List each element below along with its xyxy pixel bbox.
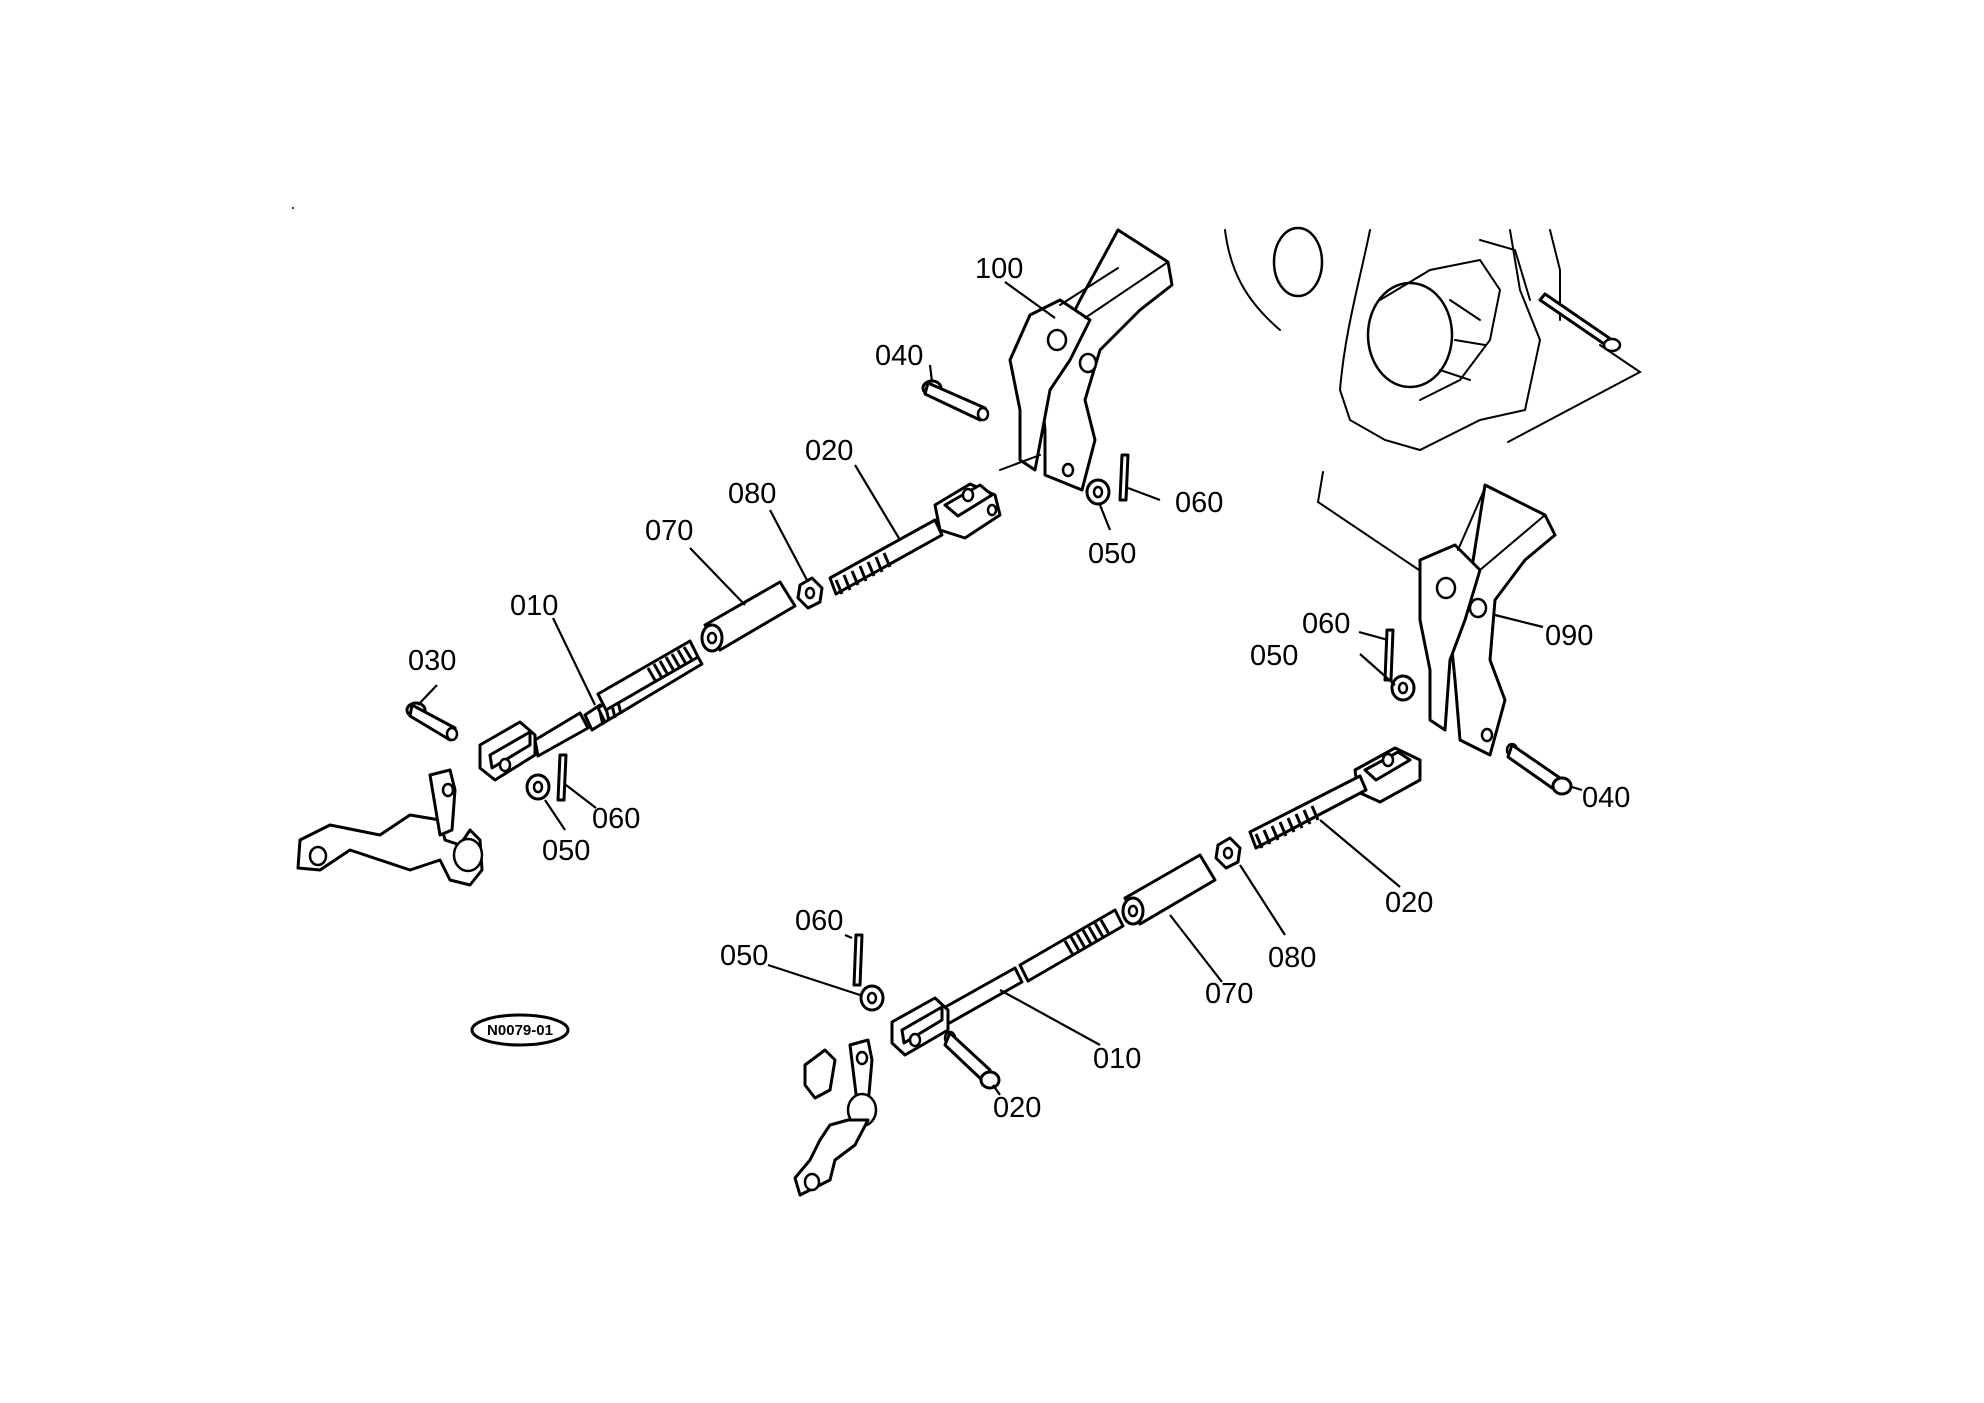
callout-030: 030 — [408, 645, 456, 677]
pedal-arm-100 — [999, 228, 1174, 492]
washer-050-bottom — [859, 984, 885, 1012]
washer-050-left — [525, 773, 551, 801]
pedal-lever-bottom — [793, 1038, 878, 1197]
badge-label: N0079-01 — [487, 1022, 553, 1039]
pedal-arm-090 — [1418, 483, 1557, 757]
callout-010-top: 010 — [510, 590, 558, 622]
callout-060-top: 060 — [1175, 487, 1223, 519]
callout-060-right: 060 — [1302, 608, 1350, 640]
leader-lines — [417, 281, 1583, 1096]
callout-020-right: 020 — [1385, 887, 1433, 919]
clevis-yoke-bottom — [890, 996, 950, 1057]
clevis-pin-030 — [405, 701, 459, 742]
clevis-yoke-left — [478, 711, 590, 782]
callout-020-bottom: 020 — [993, 1092, 1041, 1124]
nut-080-bottom — [1214, 836, 1242, 870]
callout-050-right: 050 — [1250, 640, 1298, 672]
rod-020-right — [1248, 746, 1422, 850]
clevis-pin-040-top — [921, 379, 990, 422]
sleeve-070-bottom — [1121, 853, 1217, 926]
callout-070-bottom: 070 — [1205, 978, 1253, 1010]
washer-050-right — [1390, 674, 1416, 702]
transmission-housing — [1224, 226, 1642, 573]
cotter-pin-060-bottom — [852, 933, 864, 987]
stray-mark — [292, 207, 294, 209]
figure-badge: N0079-01 — [470, 1013, 570, 1047]
callout-050-bottom: 050 — [720, 940, 768, 972]
clevis-pin-020-bottom — [943, 1030, 1001, 1090]
threaded-rod-bottom — [1018, 908, 1125, 983]
callout-100: 100 — [975, 253, 1023, 285]
washer-050-top — [1085, 478, 1111, 506]
cotter-pin-060-left — [556, 753, 568, 802]
callout-040-right: 040 — [1582, 782, 1630, 814]
callout-080-top: 080 — [728, 478, 776, 510]
callout-labels: 100 040 020 080 070 010 030 060 050 060 … — [408, 253, 1630, 1124]
rod-020-top — [828, 482, 1002, 596]
callout-020-top: 020 — [805, 435, 853, 467]
callout-070-top: 070 — [645, 515, 693, 547]
callout-060-left: 060 — [592, 803, 640, 835]
callout-050-top: 050 — [1088, 538, 1136, 570]
callout-080-bottom: 080 — [1268, 942, 1316, 974]
callout-040-top: 040 — [875, 340, 923, 372]
cotter-pin-060-top — [1118, 453, 1130, 502]
pedal-lever-left — [296, 768, 484, 887]
nut-080-top — [796, 576, 824, 610]
sleeve-070-top — [700, 580, 797, 653]
callout-050-left: 050 — [542, 835, 590, 867]
cotter-pin-060-right — [1383, 628, 1395, 682]
callout-010-bottom: 010 — [1093, 1043, 1141, 1075]
threaded-rod-top — [596, 639, 700, 712]
clevis-pin-040-right — [1505, 742, 1573, 796]
callout-090: 090 — [1545, 620, 1593, 652]
callout-060-bottom: 060 — [795, 905, 843, 937]
